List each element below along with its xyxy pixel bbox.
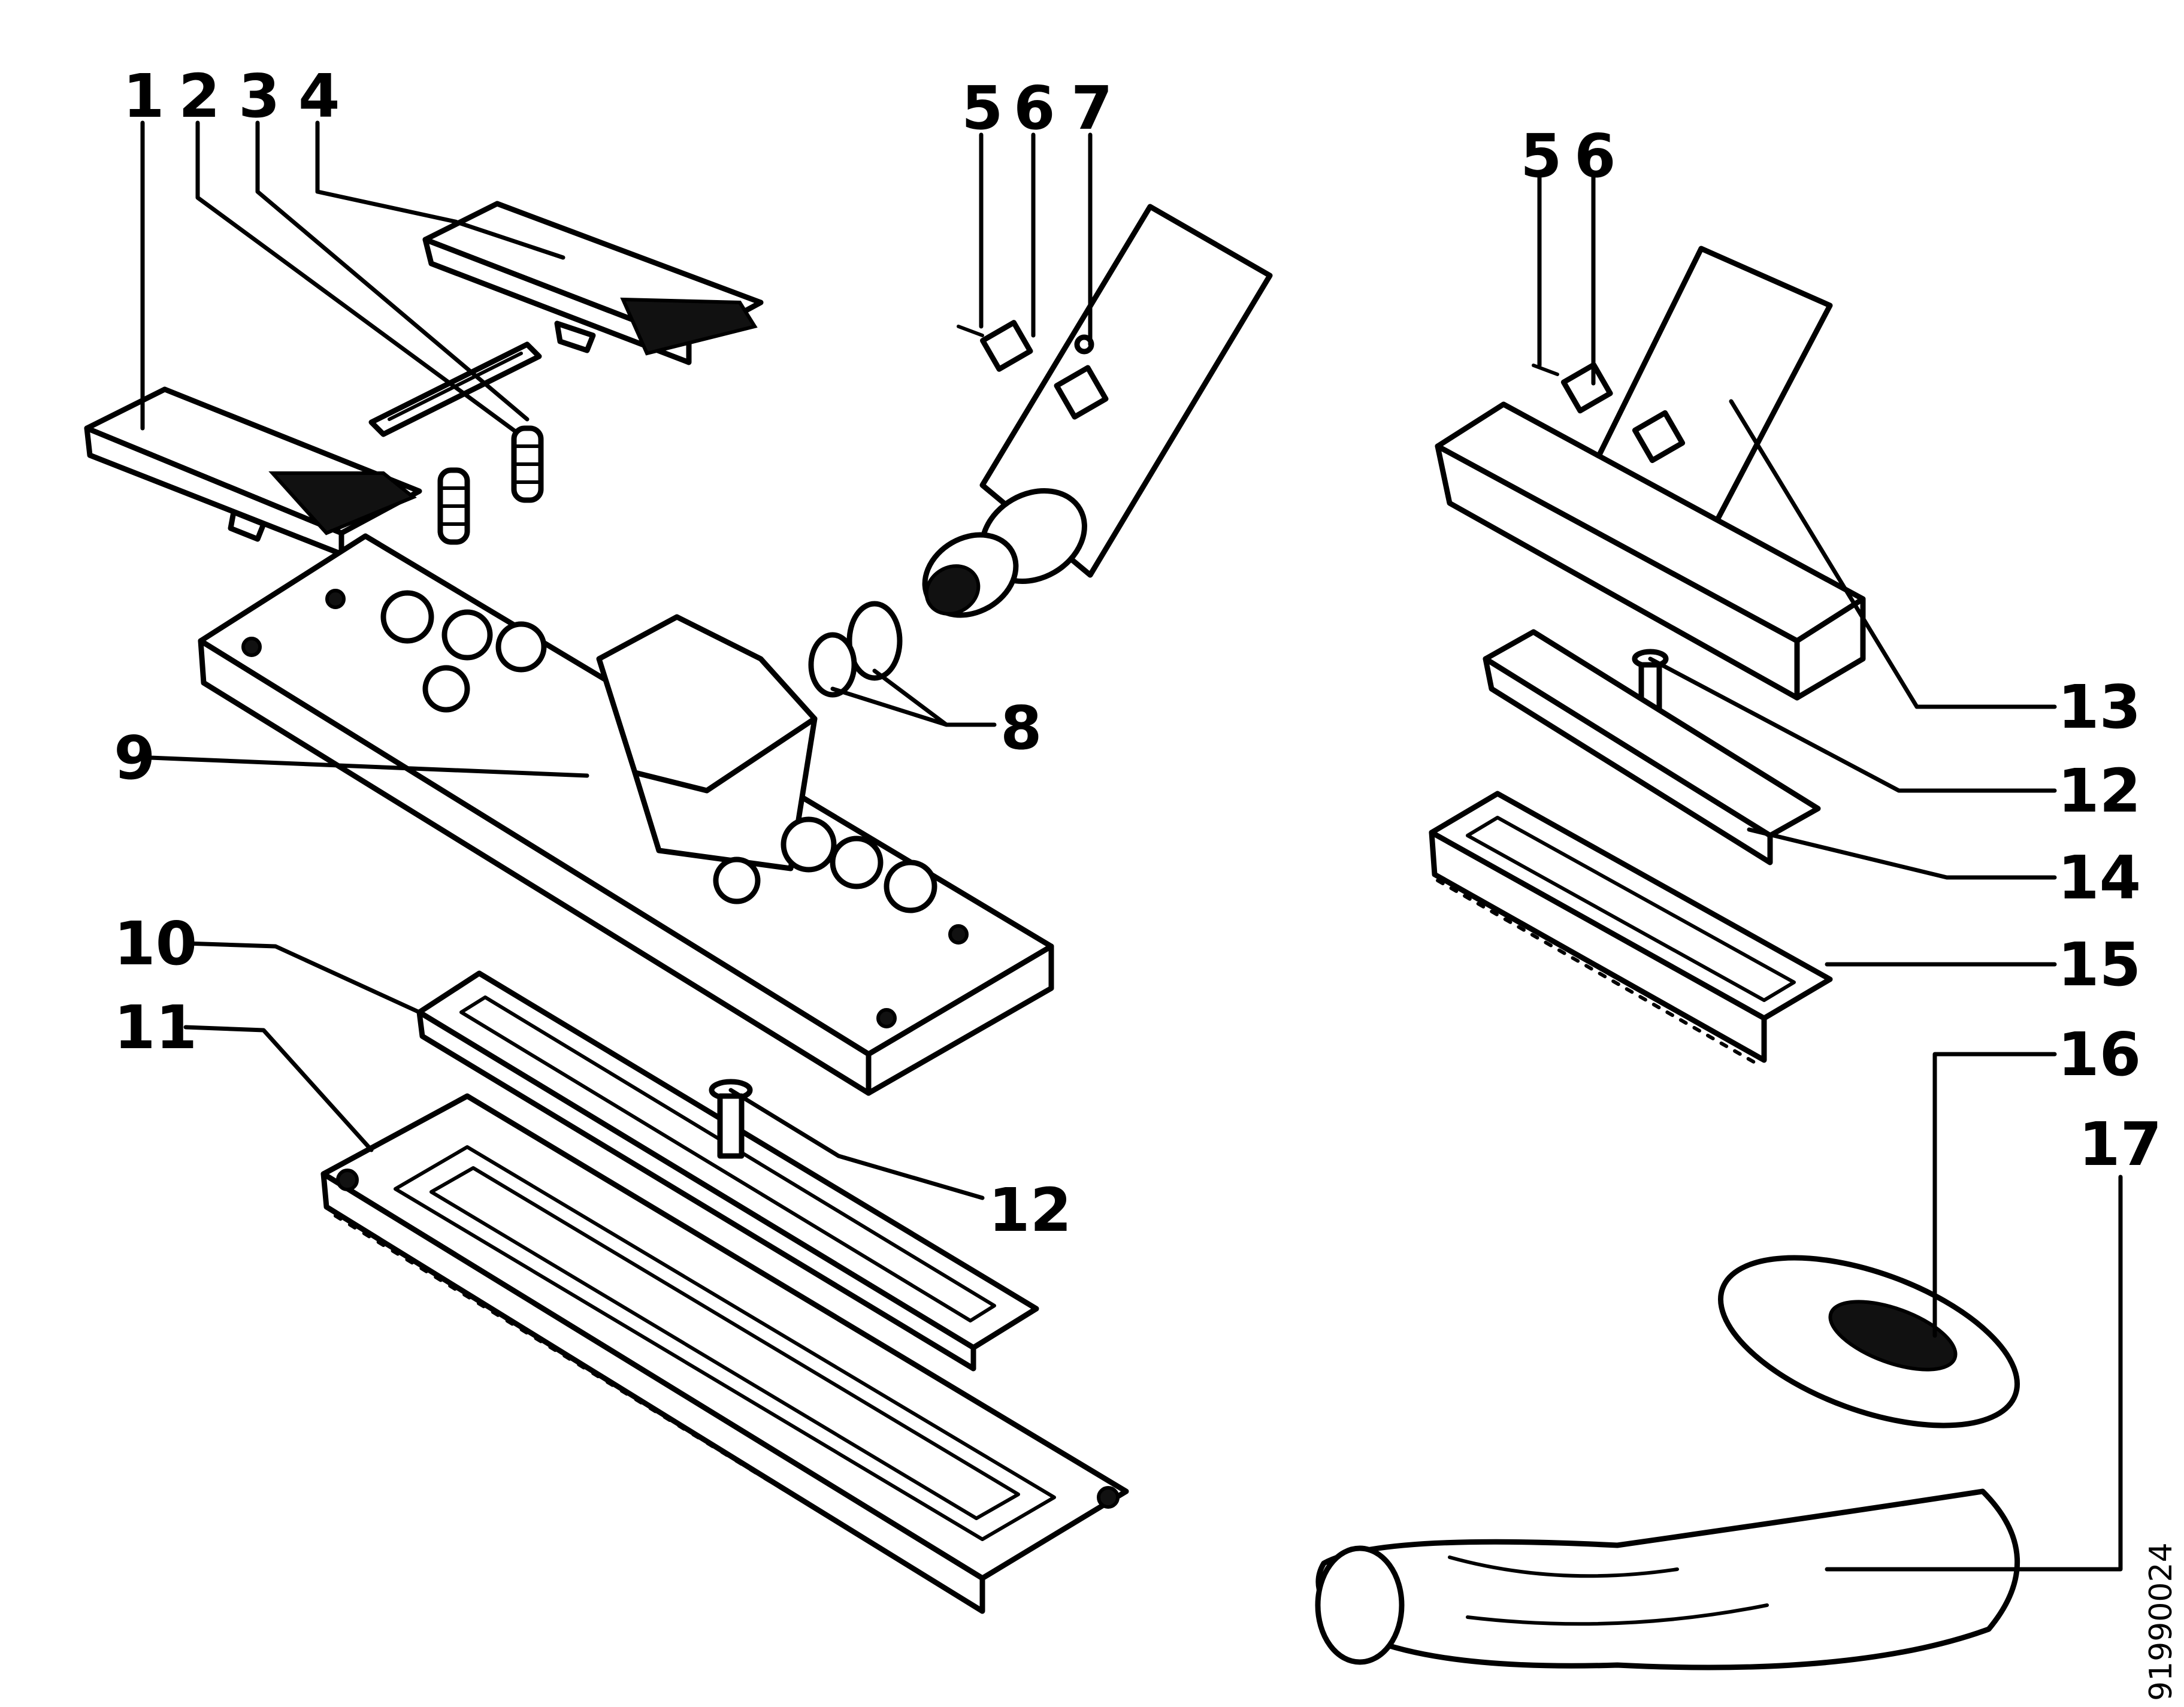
callout-2: 2 (179, 61, 220, 131)
part-9-housing (198, 533, 1054, 1096)
callout-labels: 1 2 3 4 5 6 7 8 9 10 11 12 5 6 13 12 14 … (114, 61, 2162, 1245)
leader-lines (140, 120, 2123, 1572)
callout-5-right: 5 (1520, 121, 1562, 191)
callout-14: 14 (2058, 843, 2141, 913)
callout-7: 7 (1071, 73, 1113, 143)
callout-6-right: 6 (1574, 121, 1616, 191)
part-5-6-pin-nut-right (1532, 362, 1613, 414)
part-13-nozzle (1435, 246, 1866, 701)
callout-12-left: 12 (988, 1175, 1072, 1245)
callout-15: 15 (2058, 930, 2141, 1000)
part-3-springs (437, 425, 544, 545)
callout-5: 5 (961, 73, 1003, 143)
part-15-brush (1429, 791, 1833, 1068)
part-14-bar (1483, 629, 1821, 865)
part-12-screw-left (709, 1079, 753, 1159)
part-8-clips (808, 601, 903, 698)
part-11-base (320, 1093, 1129, 1614)
callout-1: 1 (123, 61, 165, 131)
part-17-cloth (1315, 1488, 2020, 1670)
callout-8: 8 (1000, 693, 1042, 763)
callout-10: 10 (114, 909, 197, 979)
callout-12-right: 12 (2058, 756, 2141, 826)
callout-4: 4 (298, 61, 340, 131)
callout-6: 6 (1014, 73, 1055, 143)
callout-16: 16 (2058, 1019, 2141, 1089)
callout-9: 9 (114, 723, 156, 793)
part-16-cloth (1718, 1255, 2020, 1428)
callout-3: 3 (238, 61, 280, 131)
part-7-neck (922, 204, 1273, 618)
callout-17: 17 (2079, 1109, 2162, 1179)
part-1-pedal (84, 386, 422, 557)
part-10-plate (416, 970, 1039, 1372)
figure-code: 91990024 (2143, 1542, 2179, 1701)
callout-11: 11 (114, 992, 197, 1063)
callout-13: 13 (2058, 672, 2141, 742)
